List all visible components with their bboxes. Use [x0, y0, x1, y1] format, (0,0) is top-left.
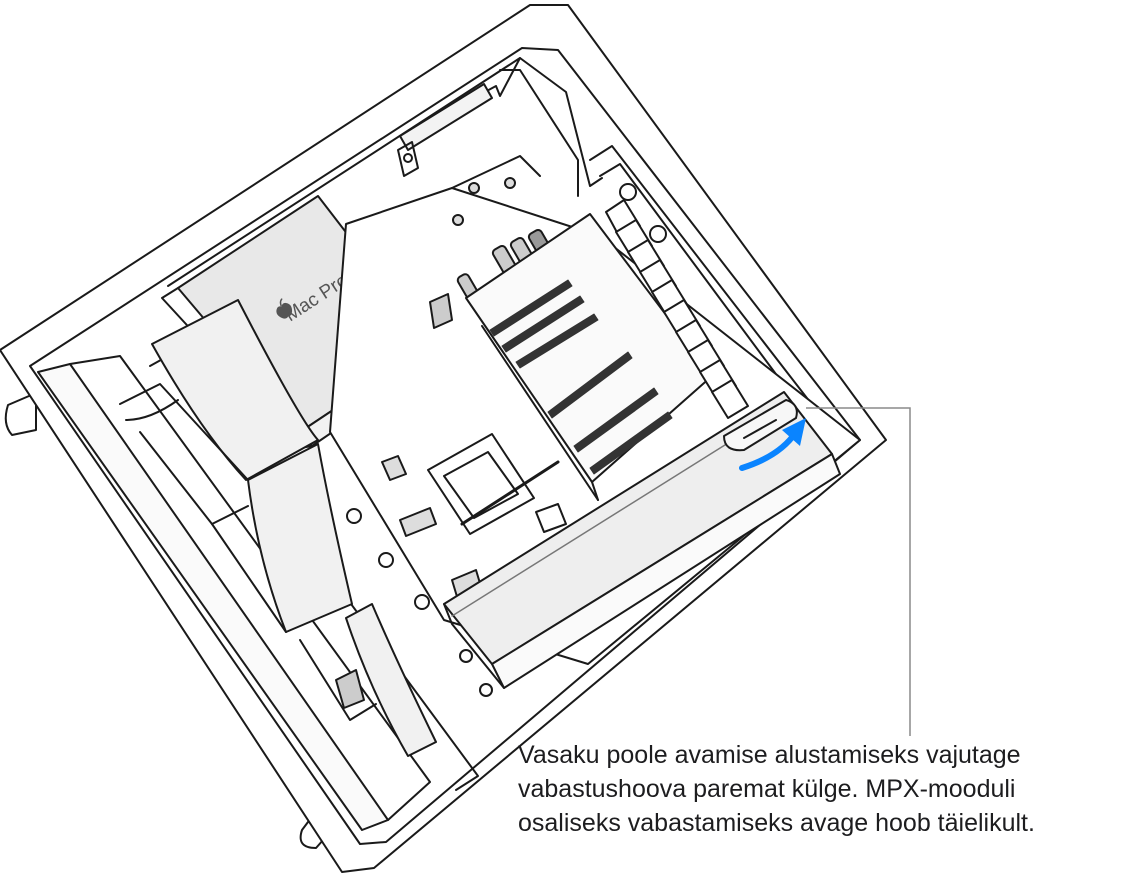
slot-brackets [605, 199, 749, 419]
chip-2 [399, 507, 437, 537]
standoff-3 [452, 214, 464, 226]
apple-logo-icon [276, 298, 293, 319]
bracket-screw-2 [649, 225, 667, 243]
screw-1 [346, 508, 362, 524]
cpu-socket [427, 433, 535, 535]
caption-line-2: vabastushoova paremat külge. MPX-mooduli [518, 775, 1016, 803]
mpx-module-front [491, 453, 841, 689]
bracket-screw-1 [619, 183, 637, 201]
caption: Vasaku poole avamise alustamiseks vajuta… [518, 738, 1128, 840]
callout-line [806, 407, 911, 736]
screw-4 [459, 649, 473, 663]
screw-2 [378, 552, 394, 568]
fan-middle [247, 443, 353, 633]
fan-upper [151, 299, 319, 481]
caption-line-1: Vasaku poole avamise alustamiseks vajuta… [518, 741, 1021, 769]
screw-5 [479, 683, 493, 697]
caption-line-3: osaliseks vabastamiseks avage hoob täiel… [518, 809, 1035, 837]
fan-lower [345, 603, 437, 757]
pcie-slots [489, 279, 673, 475]
screw-3 [414, 594, 430, 610]
standoff-1 [468, 182, 480, 194]
upper-left-leg [4, 392, 37, 436]
release-arrow-icon [739, 418, 806, 471]
release-lever [723, 399, 798, 452]
standoff-2 [504, 177, 516, 189]
chip-1 [381, 455, 407, 481]
right-rail [589, 145, 811, 403]
